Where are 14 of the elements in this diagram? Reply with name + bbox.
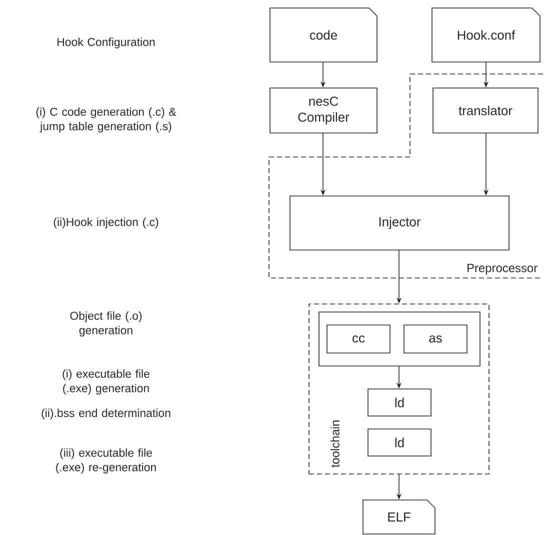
process-box: translator xyxy=(432,88,538,134)
process-box xyxy=(318,312,480,366)
process-box: cc xyxy=(326,324,390,354)
process-box: ld xyxy=(368,388,432,416)
process-box: as xyxy=(404,324,468,354)
step-label: (i) executable file (.exe) generation xyxy=(62,369,150,395)
step-label: (ii).bss end determination xyxy=(42,408,170,420)
step-label: Object file (.o) generation xyxy=(70,311,142,337)
step-label: (iii) executable file (.exe) re-generation xyxy=(56,448,156,474)
process-box: ld xyxy=(368,428,432,456)
step-label: (i) C code generation (.c) & jump table generation (.s) xyxy=(36,107,176,133)
step-label: Hook Configuration xyxy=(58,38,155,48)
process-box: Injector xyxy=(290,196,510,250)
step-label: (ii)Hook injection (.c) xyxy=(54,218,158,228)
